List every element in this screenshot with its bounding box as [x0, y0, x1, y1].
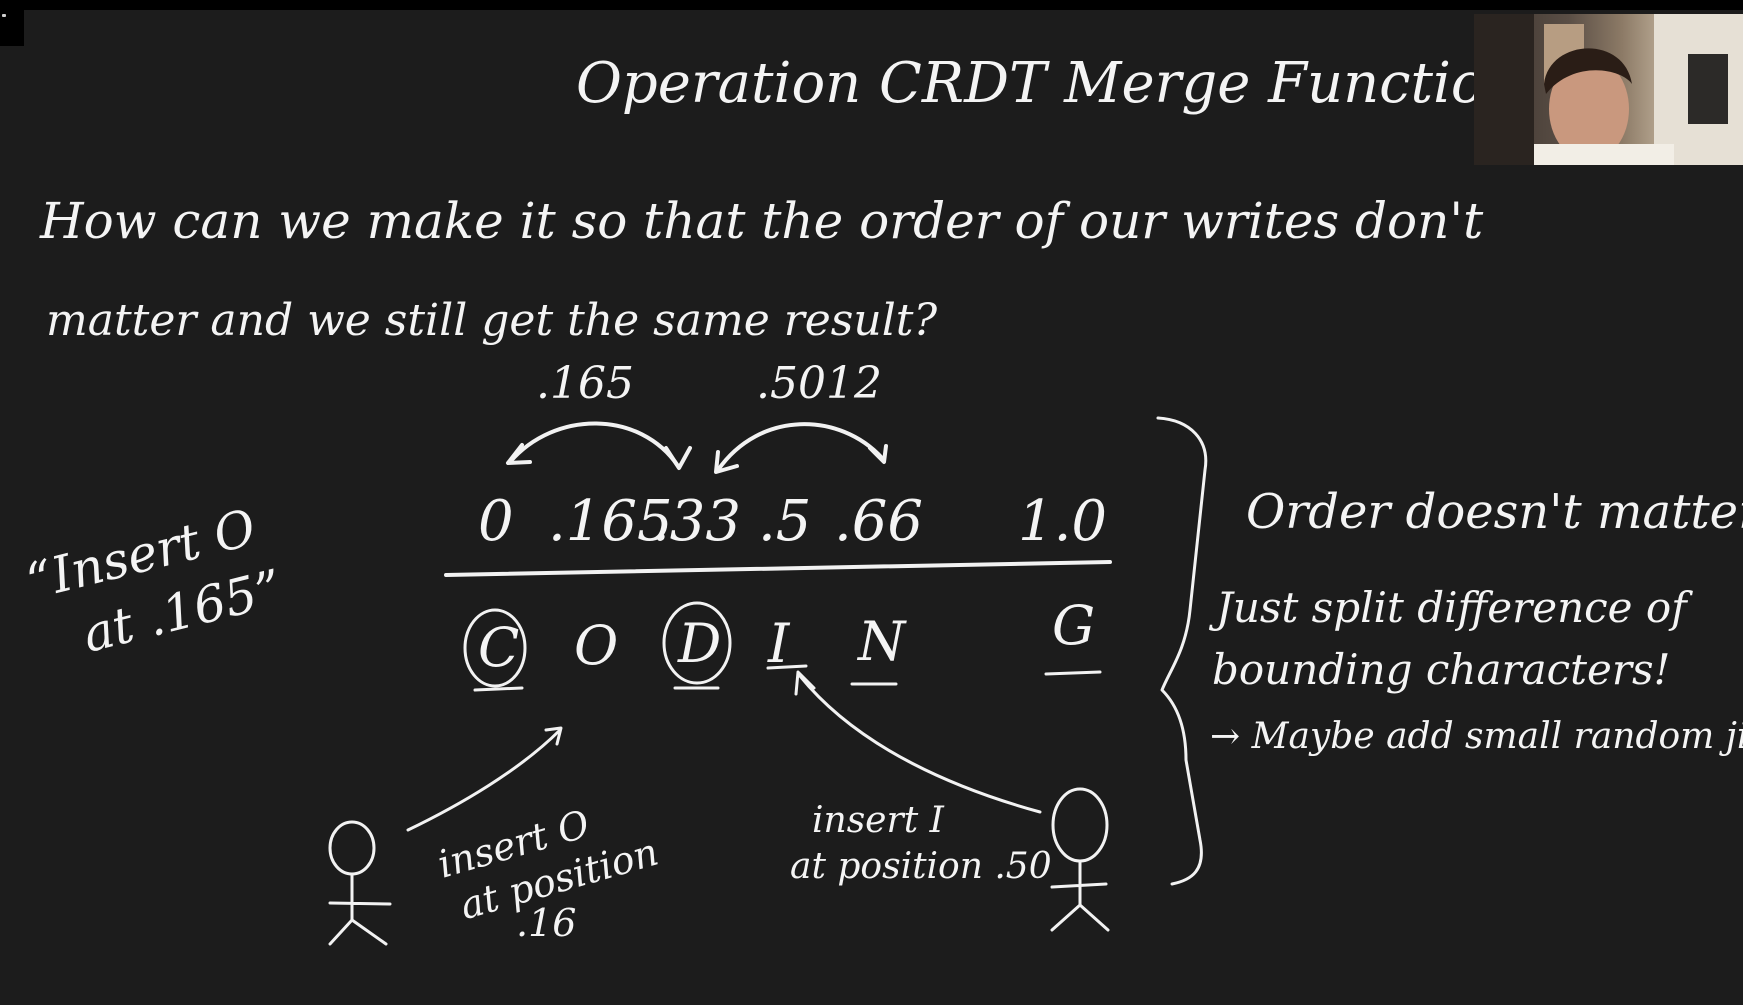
left-user-figure: [328, 820, 392, 946]
position-0: 0: [478, 489, 514, 554]
diff-label-left: .165: [536, 358, 634, 409]
arrowhead-left-a: [506, 443, 532, 465]
letter-c: C: [478, 616, 519, 679]
arrowhead-left-user: [544, 726, 563, 746]
right-user-figure: [1050, 787, 1110, 932]
position-165: .165: [548, 489, 673, 554]
position-5: .5: [758, 489, 811, 554]
letter-o: O: [574, 614, 618, 677]
right-user-line-1: insert I: [812, 800, 945, 841]
arrowhead-right-user: [794, 670, 816, 696]
left-user-body: [328, 872, 392, 946]
question-line-2: matter and we still get the same result?: [46, 295, 937, 346]
page-title: Operation CRDT Merge Function: [576, 51, 1521, 116]
presenter-video-icon: [1474, 14, 1743, 165]
position-1: 1.0: [1018, 489, 1107, 554]
arrowhead-right-a: [714, 450, 739, 474]
arrow-curve-right: [716, 422, 884, 472]
scale-line: [444, 560, 1112, 577]
presenter-webcam: [1474, 14, 1743, 165]
note-order: Order doesn't matter!: [1246, 484, 1743, 540]
letter-row: C O D I N G: [463, 594, 1102, 692]
arrow-curve-left: [508, 421, 680, 468]
letter-n: N: [856, 610, 907, 673]
arrowhead-right-b: [868, 444, 888, 464]
letter-circle-d: [662, 601, 732, 685]
arrowhead-left-b: [664, 446, 692, 470]
arrow-right-user: [798, 674, 1042, 814]
note-split-1: Just split difference of: [1208, 583, 1693, 632]
note-jitter: → Maybe add small random jitter: [1210, 716, 1743, 757]
grouping-brace: [1156, 416, 1208, 886]
left-user-head: [328, 820, 376, 876]
letter-circle-c: [463, 608, 527, 688]
insert-note: “Insert O at .165”: [21, 498, 288, 664]
letter-i: I: [767, 612, 791, 675]
letter-g: G: [1052, 594, 1095, 657]
right-user-head: [1051, 787, 1109, 863]
underline-c: [473, 686, 524, 692]
right-user-body: [1050, 859, 1110, 932]
right-user-line-2: at position .50: [790, 846, 1052, 887]
split-arrows: [506, 421, 888, 474]
arrow-left-user: [406, 728, 562, 832]
left-user-line-3: .16: [516, 901, 576, 945]
diff-label-right: .5012: [756, 358, 882, 409]
position-66: .66: [834, 489, 923, 554]
position-33: .33: [652, 489, 741, 554]
top-bar: [0, 0, 1743, 10]
underline-g: [1044, 670, 1102, 676]
window-corner-control[interactable]: [0, 0, 24, 46]
letter-d: D: [677, 612, 721, 675]
position-scale: 0 .165 .33 .5 .66 1.0: [478, 489, 1107, 554]
question-line-1: How can we make it so that the order of …: [39, 192, 1484, 250]
note-split-2: bounding characters!: [1212, 645, 1670, 694]
underline-i: [766, 664, 808, 670]
